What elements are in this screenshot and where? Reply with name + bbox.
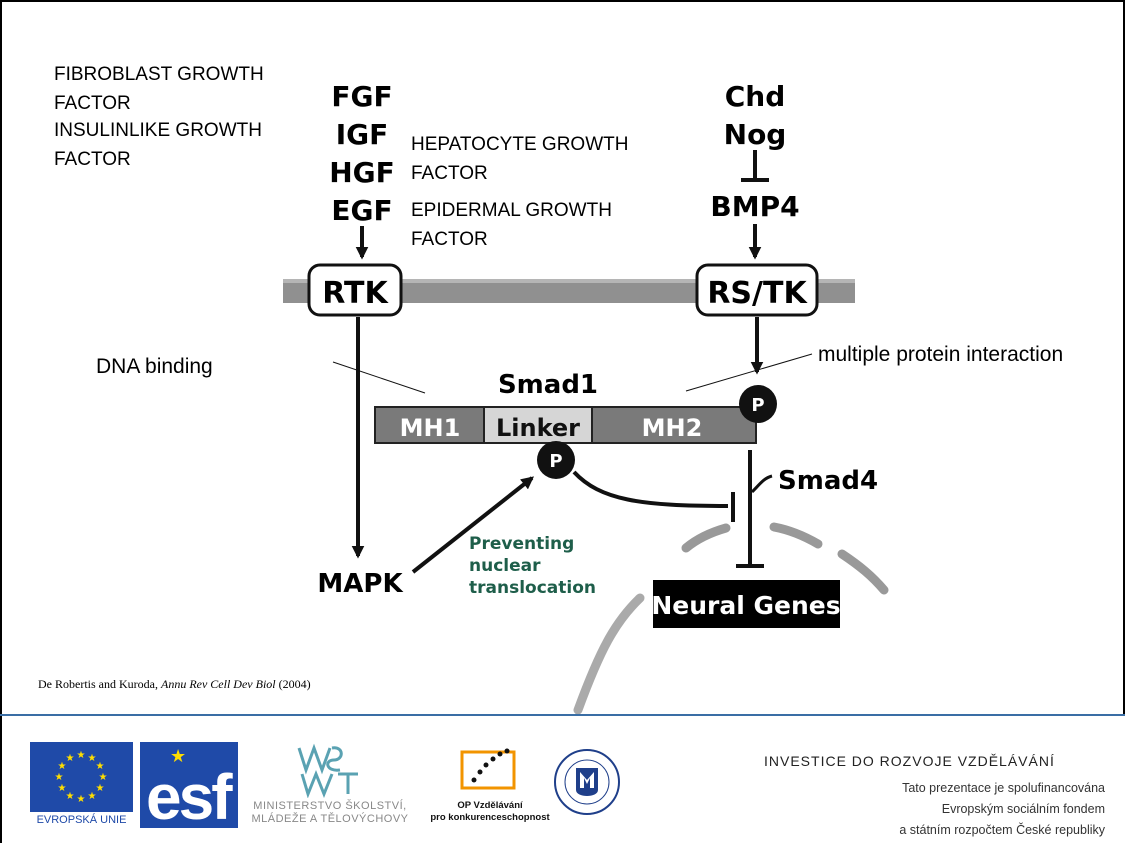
op-label-line-2: pro konkurenceschopnost — [430, 812, 550, 823]
linker-label: Linker — [496, 414, 580, 442]
antagonist-nog: Nog — [724, 118, 787, 151]
msmt-label: MINISTERSTVO ŠKOLSTVÍ, MLÁDEŽE A TĚLOVÝC… — [244, 800, 416, 826]
caption-hepatocyte-line-1: HEPATOCYTE GROWTH — [411, 134, 629, 155]
phospho-linker-circle — [537, 441, 575, 479]
bmp4-label: BMP4 — [710, 190, 799, 223]
funding-line-1: Tato prezentace je spolufinancována — [902, 781, 1105, 795]
note-line-2: nuclear — [469, 556, 541, 576]
eu-logo-label: EVROPSKÁ UNIE — [30, 812, 133, 828]
mapk-label: MAPK — [317, 569, 403, 599]
svg-text:★: ★ — [58, 783, 67, 794]
op-label-line-1: OP Vzdělávání — [457, 800, 523, 811]
caption-epidermal-line-2: FACTOR — [411, 229, 488, 250]
svg-text:★: ★ — [96, 761, 105, 772]
mh2-domain — [591, 406, 757, 444]
esf-logo: ★ esf — [140, 742, 238, 828]
rstk-label: RS/TK — [707, 276, 808, 311]
svg-text:★: ★ — [88, 791, 97, 802]
neural-genes-box — [653, 580, 840, 628]
linker-inhibition-curve — [572, 470, 729, 508]
nucleus-arc-3 — [769, 522, 823, 549]
svg-text:★: ★ — [96, 783, 105, 794]
esf-logo-label: esf — [146, 761, 232, 828]
mh2-label: MH2 — [642, 414, 703, 442]
smad1-label: Smad1 — [498, 370, 598, 400]
svg-text:★: ★ — [99, 772, 108, 783]
note-line-3: translocation — [469, 578, 596, 598]
phospho-mh2-label: P — [751, 395, 764, 416]
msmt-label-line-1: MINISTERSTVO ŠKOLSTVÍ, — [253, 800, 407, 812]
investice-title: INVESTICE DO ROZVOJE VZDĚLÁVÁNÍ — [764, 753, 1055, 769]
membrane-highlight — [283, 279, 855, 283]
msmt-logo: MINISTERSTVO ŠKOLSTVÍ, MLÁDEŽE A TĚLOVÝC… — [244, 742, 416, 828]
slide-border-top — [0, 0, 1125, 2]
ligand-igf: IGF — [336, 118, 389, 151]
multiple-protein-pointer — [685, 353, 813, 392]
nucleus-arc-1 — [573, 593, 645, 715]
eu-logo: ★★★ ★★★ ★★★ ★★★ EVROPSKÁ UNIE — [30, 742, 133, 828]
caption-insulin-line-1: INSULINLIKE GROWTH — [54, 120, 262, 141]
citation-year: (2004) — [278, 677, 311, 691]
slide-border-right — [1123, 0, 1125, 716]
rtk-box — [307, 263, 403, 317]
mh1-domain — [374, 406, 485, 444]
svg-text:★: ★ — [77, 750, 86, 761]
msmt-emblem-icon — [297, 743, 358, 799]
op-label: OP Vzdělávání pro konkurenceschopnost — [430, 800, 550, 824]
op-emblem-icon — [460, 748, 516, 790]
funding-text: Tato prezentace je spolufinancována Evro… — [830, 778, 1105, 841]
rstk-box — [695, 263, 819, 317]
neural-genes-label: Neural Genes — [651, 591, 840, 620]
svg-text:★: ★ — [58, 761, 67, 772]
antagonist-chd: Chd — [725, 80, 786, 113]
svg-text:★: ★ — [55, 772, 64, 783]
funding-line-2: Evropským sociálním fondem — [941, 802, 1105, 816]
msmt-label-line-2: MLÁDEŽE A TĚLOVÝCHOVY — [251, 813, 409, 825]
op-logo: OP Vzdělávání pro konkurenceschopnost — [430, 742, 550, 828]
esf-star-icon: ★ — [170, 746, 187, 767]
citation-authors: De Robertis and Kuroda, — [38, 677, 158, 691]
smad4-connector — [750, 474, 773, 494]
caption-hepatocyte-line-2: FACTOR — [411, 163, 488, 184]
linker-domain — [483, 406, 593, 444]
svg-text:★: ★ — [66, 753, 75, 764]
rtk-label: RTK — [322, 276, 389, 311]
dna-binding-label: DNA binding — [96, 355, 213, 378]
svg-text:★: ★ — [88, 753, 97, 764]
muni-seal — [552, 738, 622, 828]
ligand-egf: EGF — [331, 194, 392, 227]
phospho-mh2-circle — [739, 385, 777, 423]
multiple-protein-label: multiple protein interaction — [818, 343, 1063, 366]
caption-epidermal-line-1: EPIDERMAL GROWTH — [411, 200, 612, 221]
phospho-linker-label: P — [549, 451, 562, 472]
caption-epidermal: EPIDERMAL GROWTH FACTOR — [411, 196, 612, 254]
mapk-to-linker-arrow — [411, 476, 535, 574]
caption-hepatocyte: HEPATOCYTE GROWTH FACTOR — [411, 130, 628, 188]
nucleus-arc-4 — [837, 549, 889, 595]
caption-fibroblast: FIBROBLAST GROWTH FACTOR — [54, 60, 264, 118]
caption-fibroblast-line-1: FIBROBLAST GROWTH — [54, 64, 264, 85]
ligand-fgf: FGF — [331, 80, 392, 113]
muni-seal-icon — [554, 749, 620, 815]
smad4-label: Smad4 — [778, 466, 878, 496]
svg-text:★: ★ — [77, 794, 86, 805]
citation-journal: Annu Rev Cell Dev Biol — [160, 677, 276, 691]
dna-binding-pointer — [332, 361, 426, 394]
caption-insulin-line-2: FACTOR — [54, 149, 131, 170]
funding-line-3: a státním rozpočtem České republiky — [899, 823, 1105, 837]
citation: De Robertis and Kuroda, Annu Rev Cell De… — [38, 677, 311, 692]
nucleus-arc-2 — [681, 523, 731, 553]
caption-insulin: INSULINLIKE GROWTH FACTOR — [54, 116, 262, 174]
slide-border-left — [0, 0, 2, 843]
footer-divider — [0, 714, 1125, 716]
caption-fibroblast-line-2: FACTOR — [54, 93, 131, 114]
eu-stars-icon: ★★★ ★★★ ★★★ ★★★ — [55, 750, 108, 805]
note-line-1: Preventing — [469, 534, 574, 554]
svg-text:★: ★ — [66, 791, 75, 802]
ligand-hgf: HGF — [329, 156, 395, 189]
mh1-label: MH1 — [400, 414, 461, 442]
